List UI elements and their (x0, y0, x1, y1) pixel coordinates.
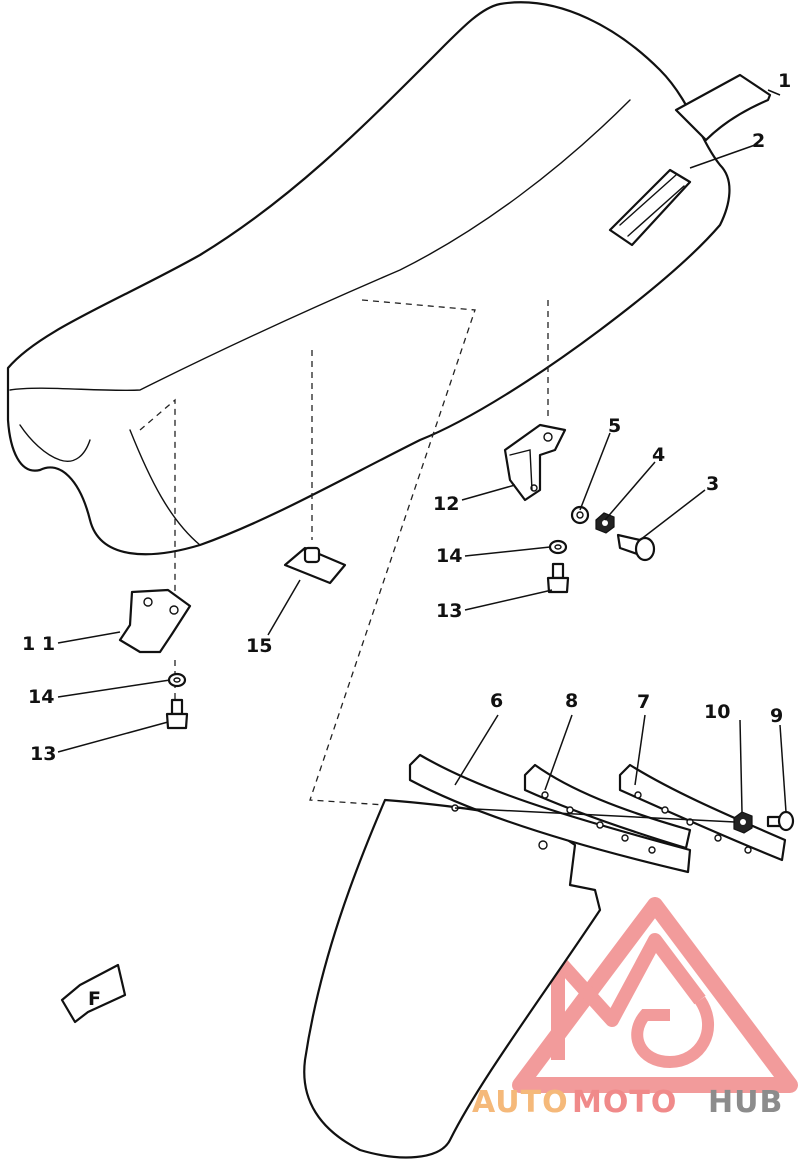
front-marker-label: F (88, 988, 101, 1010)
bolt-13-left (165, 698, 189, 730)
bracket-12 (503, 423, 567, 502)
front-arrow-icon: F (60, 963, 127, 1024)
washer-14-left (167, 672, 187, 688)
collar-5 (570, 505, 590, 525)
callout-14-right: 14 (436, 545, 462, 567)
leader-lines (57, 89, 787, 813)
callout-1: 1 (778, 70, 791, 92)
screw-9 (766, 810, 795, 832)
callout-15: 15 (246, 635, 272, 657)
callout-14-left: 14 (28, 686, 54, 708)
plate-8 (523, 763, 692, 854)
callout-13-left: 13 (30, 743, 56, 765)
callout-3: 3 (706, 473, 719, 495)
washer-14-right (548, 539, 568, 555)
plate-7 (618, 763, 787, 862)
callout-5: 5 (608, 415, 621, 437)
bolt-13-right (546, 562, 570, 594)
callout-7: 7 (637, 691, 650, 713)
callout-10: 10 (704, 701, 730, 723)
callout-4: 4 (652, 444, 665, 466)
nut-4 (595, 512, 615, 534)
watermark-part3: HUB (708, 1085, 783, 1120)
bracket-11 (118, 588, 192, 654)
callout-9: 9 (770, 705, 783, 727)
seat (6, 1, 772, 556)
watermark-part2: MOTO (572, 1085, 677, 1120)
bracket-15 (283, 546, 347, 585)
callout-13-right: 13 (436, 600, 462, 622)
bolt-3 (616, 533, 656, 562)
callout-6: 6 (490, 690, 503, 712)
watermark-part1: AUTO (472, 1085, 569, 1120)
callout-8: 8 (565, 690, 578, 712)
callout-12: 12 (433, 493, 459, 515)
watermark-logo (512, 897, 798, 1093)
guide-lines (139, 299, 549, 806)
watermark-text: AUTO MOTO HUB (472, 1085, 783, 1120)
callout-2: 2 (752, 130, 765, 152)
callout-11: 1 1 (22, 633, 55, 655)
nut-10 (733, 811, 753, 834)
fastener-line (454, 807, 736, 823)
